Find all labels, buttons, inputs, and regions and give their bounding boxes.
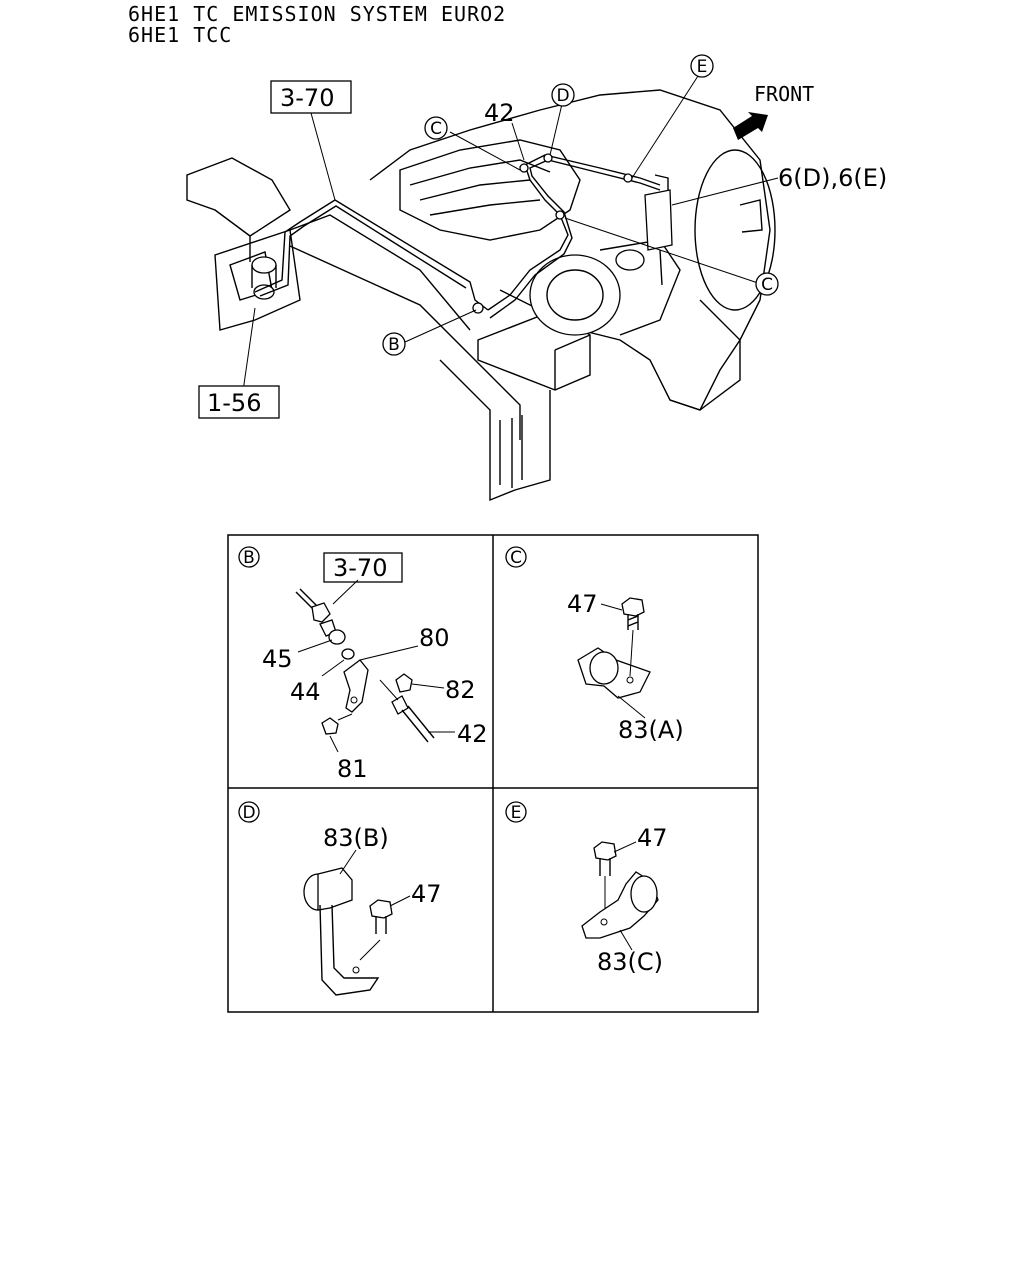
ref-box-1-56	[198, 385, 280, 419]
detail-e-part-47: 47	[637, 824, 668, 852]
detail-b-part-42: 42	[457, 720, 488, 748]
callout-e-label: E	[697, 57, 708, 77]
main-engine-view	[186, 75, 779, 502]
detail-b-part-45: 45	[262, 645, 293, 673]
detail-b-part-44: 44	[290, 678, 321, 706]
detail-b-panel: B 3-70 45 44 80 82 42 81	[238, 546, 488, 783]
part-6-label: 6(D),6(E)	[778, 164, 887, 192]
detail-b-part-81: 81	[337, 755, 368, 783]
ref-3-70-label: 3-70	[280, 84, 334, 112]
detail-c-callout: C	[510, 548, 522, 568]
callout-c-right	[755, 272, 779, 296]
title-line-1: 6HE1 TC EMISSION SYSTEM EURO2	[128, 2, 507, 26]
callout-c-top-label: C	[430, 119, 442, 139]
callout-d	[551, 83, 575, 107]
callout-c-right-label: C	[761, 275, 773, 295]
detail-d-callout: D	[242, 803, 255, 823]
ref-box-3-70	[270, 80, 352, 114]
callout-b	[382, 332, 406, 356]
detail-b-ref: 3-70	[333, 554, 387, 582]
detail-b-part-82: 82	[445, 676, 476, 704]
detail-c-part-47: 47	[567, 590, 598, 618]
detail-b-callout: B	[243, 548, 255, 568]
detail-d-part-83b: 83(B)	[323, 824, 389, 852]
detail-d-part-47: 47	[411, 880, 442, 908]
callout-c-top	[424, 116, 448, 140]
front-label: FRONT	[754, 82, 814, 106]
detail-c-panel: C 47 83(A)	[505, 546, 684, 744]
ref-1-56-label: 1-56	[207, 389, 261, 417]
detail-d-panel: D 83(B) 47	[238, 801, 442, 996]
detail-grid	[227, 534, 759, 1013]
detail-b-part-80: 80	[419, 624, 450, 652]
detail-c-part-83a: 83(A)	[618, 716, 684, 744]
part-42-label: 42	[484, 99, 515, 127]
detail-e-callout: E	[511, 803, 522, 823]
callout-d-label: D	[556, 86, 569, 106]
callout-b-label: B	[388, 335, 400, 355]
title-line-2: 6HE1 TCC	[128, 23, 233, 47]
detail-e-part-83c: 83(C)	[597, 948, 663, 976]
detail-e-panel: E 47 83(C)	[505, 801, 668, 976]
callout-e	[690, 54, 714, 78]
